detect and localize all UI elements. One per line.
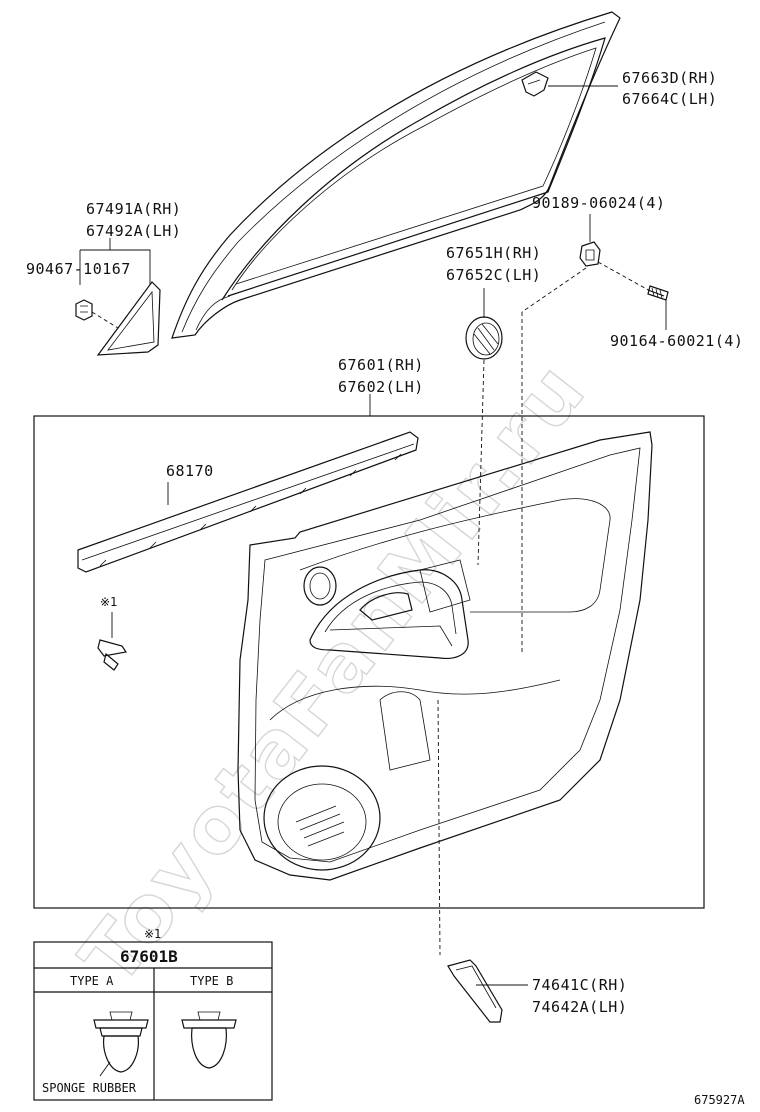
detail-type-b: TYPE B [190,974,233,988]
clip-90467 [75,299,119,329]
detail-box [33,941,273,1101]
trim-assembly-frame [33,415,705,909]
label-68170: 68170 [166,462,214,480]
cover-74641c [447,959,528,1023]
label-67491a: 67491A(RH) [86,200,181,218]
speaker-grille-67651h [465,288,503,566]
label-90189: 90189-06024(4) [532,194,665,212]
label-67602: 67602(LH) [338,378,424,396]
door-trim-panel-67601 [237,312,653,881]
label-67492a: 67492A(LH) [86,222,181,240]
label-90467: 90467-10167 [26,260,131,278]
label-74641c: 74641C(RH) [532,976,627,994]
figure-code: 675927A [694,1093,745,1107]
screw-90164 [647,285,669,330]
label-67652c: 67652C(LH) [446,266,541,284]
weatherstrip-68170 [77,431,419,573]
door-window-frame [171,11,621,339]
label-90164: 90164-60021(4) [610,332,743,350]
triangle-cover-67491a [79,238,161,356]
connector-dashed [437,699,441,956]
corner-cover-67663d [521,71,618,97]
label-67651h: 67651H(RH) [446,244,541,262]
detail-title: 67601B [120,947,178,966]
detail-note: SPONGE RUBBER [42,1081,137,1095]
label-67663d: 67663D(RH) [622,69,717,87]
label-74642a: 74642A(LH) [532,998,627,1016]
detail-type-a: TYPE A [70,974,114,988]
clip-67601b [97,612,128,671]
label-67664c: 67664C(LH) [622,90,717,108]
watermark-text: ToyotaFanMir.ru [64,345,605,1002]
label-67601: 67601(RH) [338,356,424,374]
detail-mark: ※1 [144,927,161,941]
nut-90189 [521,214,653,313]
label-mark1: ※1 [100,595,117,609]
